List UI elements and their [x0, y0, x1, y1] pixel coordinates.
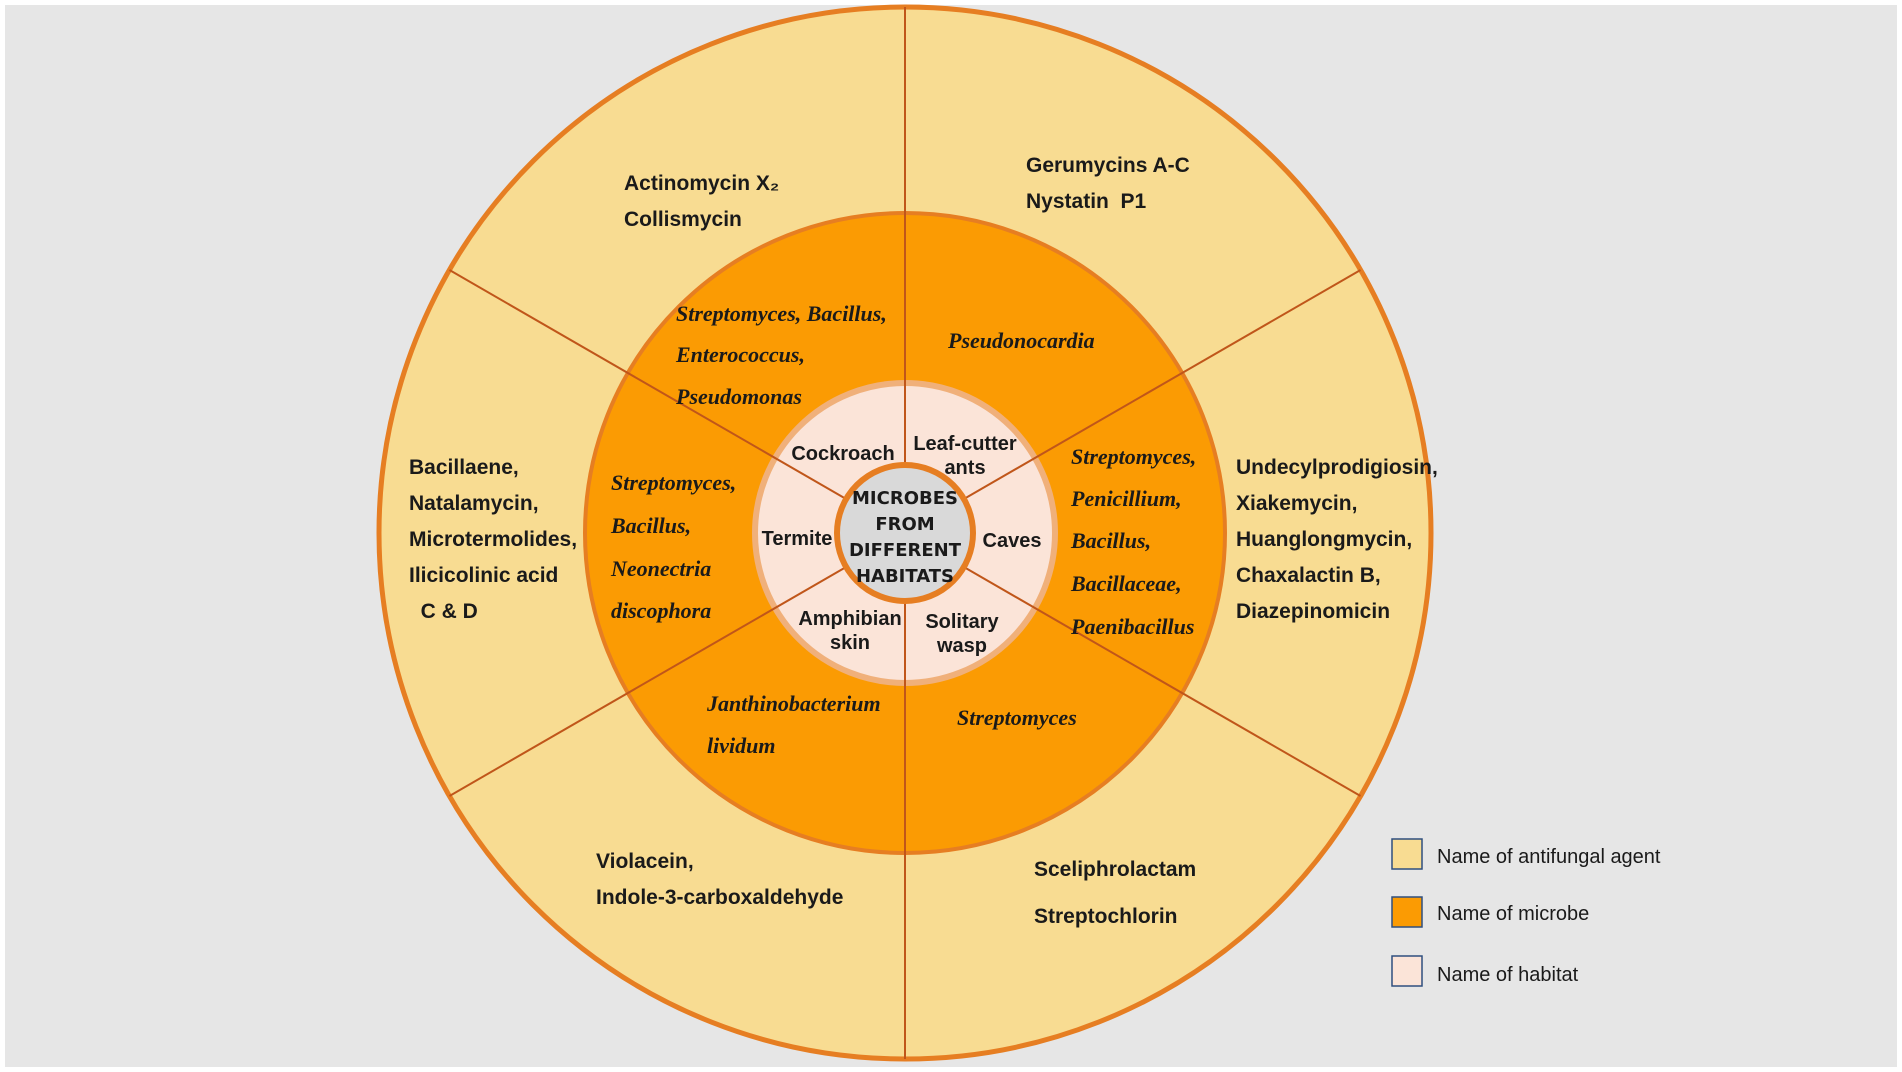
- sector-divider-line: [963, 566, 1362, 797]
- center-label: MICROBES FROM DIFFERENT HABITATS: [849, 488, 962, 587]
- sector-caves: Caves Streptomyces, Penicillium, Bacillu…: [983, 444, 1438, 639]
- legend-swatch-habitat: [1391, 955, 1423, 987]
- microbe-label: Janthinobacterium: [706, 691, 881, 716]
- habitat-label: Solitary: [925, 611, 999, 633]
- microbe-label: discophora: [611, 598, 711, 623]
- habitat-label: skin: [830, 632, 870, 654]
- antifungal-agent-label: Microtermolides,: [409, 528, 577, 551]
- legend-swatch-antifungal-agent: [1391, 838, 1423, 870]
- sector-divider-line: [448, 269, 847, 500]
- antifungal-agent-label: Streptochlorin: [1034, 905, 1178, 928]
- microbe-label: Streptomyces: [957, 705, 1077, 730]
- sector-dividers: [448, 7, 1362, 1059]
- sector-divider-line: [963, 269, 1362, 500]
- legend-item-microbe: Name of microbe: [1391, 896, 1589, 928]
- microbe-label: Bacillus,: [610, 513, 691, 538]
- microbe-label: Pseudonocardia: [947, 328, 1095, 353]
- microbe-label: Pseudomonas: [675, 384, 802, 409]
- legend-label: Name of habitat: [1437, 964, 1579, 986]
- habitat-label: Amphibian: [798, 608, 901, 630]
- sector-termite: Termite Streptomyces, Bacillus, Neonectr…: [409, 456, 832, 623]
- microbe-label: Bacillaceae,: [1070, 571, 1182, 596]
- legend-label: Name of microbe: [1437, 903, 1589, 925]
- antifungal-agent-label: Natalamycin,: [409, 492, 539, 515]
- legend-label: Name of antifungal agent: [1437, 846, 1661, 868]
- microbe-label: Paenibacillus: [1070, 614, 1194, 639]
- habitat-label: Cockroach: [791, 443, 894, 465]
- microbe-label: Streptomyces, Bacillus,: [676, 301, 887, 326]
- center-label-line: DIFFERENT: [849, 540, 962, 561]
- center-label-line: MICROBES: [852, 488, 958, 509]
- sector-divider-line: [448, 566, 847, 797]
- antifungal-agent-label: Indole-3-carboxaldehyde: [596, 886, 843, 909]
- antifungal-agent-label: Xiakemycin,: [1236, 492, 1357, 515]
- antifungal-agent-label: Sceliphrolactam: [1034, 858, 1196, 881]
- antifungal-agent-label: Nystatin P1: [1026, 190, 1147, 213]
- antifungal-agent-label: C & D: [409, 600, 478, 623]
- antifungal-agent-label: Violacein,: [596, 850, 694, 873]
- microbe-label: Penicillium,: [1070, 486, 1182, 511]
- microbe-label: Bacillus,: [1070, 528, 1151, 553]
- sector-solitary-wasp: Solitary wasp Streptomyces Sceliphrolact…: [925, 611, 1196, 928]
- center-label-line: FROM: [875, 514, 934, 535]
- sector-leaf-cutter-ants: Leaf-cutter ants Pseudonocardia Gerumyci…: [913, 154, 1189, 479]
- habitat-label: wasp: [936, 635, 987, 657]
- antifungal-agent-label: Bacillaene,: [409, 456, 519, 479]
- microbe-label: Streptomyces,: [611, 470, 736, 495]
- habitat-label: ants: [944, 457, 985, 479]
- center-hub: [834, 462, 976, 604]
- microbe-label: Streptomyces,: [1071, 444, 1196, 469]
- microbe-label: Enterococcus,: [675, 342, 805, 367]
- sector-cockroach: Cockroach Streptomyces, Bacillus, Entero…: [624, 172, 895, 465]
- antifungal-agent-label: Chaxalactin B,: [1236, 564, 1381, 587]
- sector-amphibian-skin: Amphibian skin Janthinobacterium lividum…: [596, 608, 902, 909]
- habitat-label: Leaf-cutter: [913, 433, 1017, 455]
- antifungal-agent-label: Gerumycins A-C: [1026, 154, 1190, 177]
- center-label-line: HABITATS: [856, 566, 954, 587]
- legend-swatch-microbe: [1391, 896, 1423, 928]
- legend-item-antifungal-agent: Name of antifungal agent: [1391, 838, 1661, 870]
- antifungal-agent-label: Huanglongmycin,: [1236, 528, 1412, 551]
- habitat-label: Termite: [762, 528, 833, 550]
- microbe-label: lividum: [707, 733, 775, 758]
- legend: Name of antifungal agent Name of microbe…: [1391, 838, 1661, 987]
- microbe-label: Neonectria: [610, 556, 711, 581]
- habitat-label: Caves: [983, 530, 1042, 552]
- antifungal-agent-label: Actinomycin X₂: [624, 172, 779, 195]
- antifungal-agent-label: Diazepinomicin: [1236, 600, 1390, 623]
- antifungal-agent-label: Collismycin: [624, 208, 742, 231]
- antifungal-agent-label: Ilicicolinic acid: [409, 564, 558, 587]
- legend-item-habitat: Name of habitat: [1391, 955, 1579, 987]
- antifungal-agent-label: Undecylprodigiosin,: [1236, 456, 1438, 479]
